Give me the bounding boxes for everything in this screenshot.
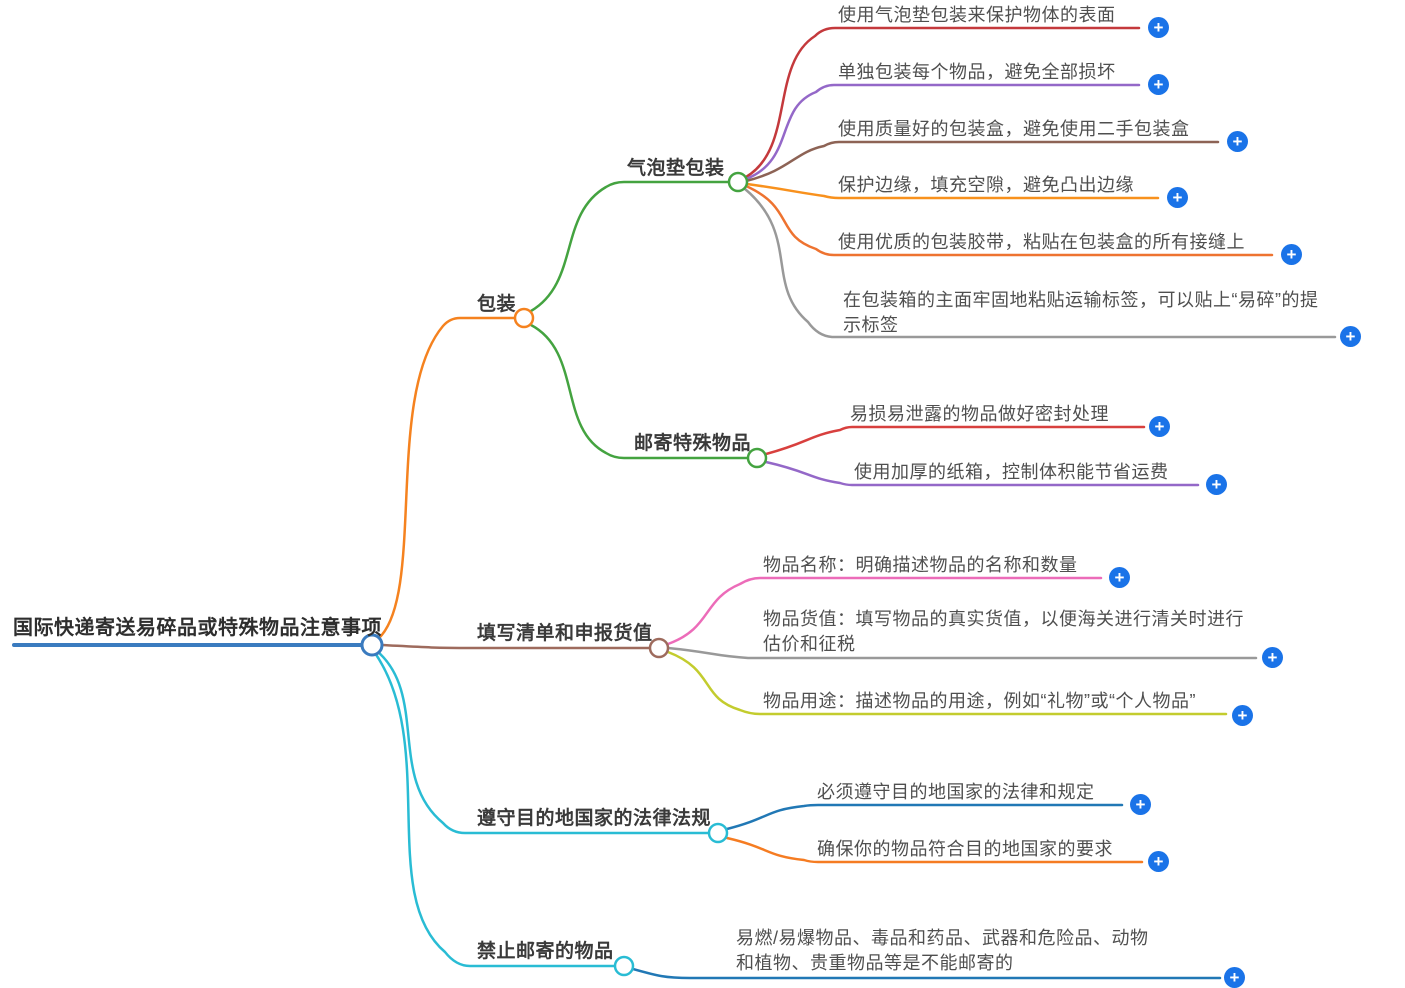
add-node-button[interactable]: +: [1224, 967, 1245, 988]
leaf-label[interactable]: 物品用途：描述物品的用途，例如“礼物”或“个人物品”: [763, 691, 1196, 711]
leaf-label[interactable]: 使用气泡垫包装来保护物体的表面: [838, 5, 1116, 25]
root-node-circle[interactable]: [360, 633, 384, 657]
connector-line: [375, 649, 710, 835]
leaf-label[interactable]: 必须遵守目的地国家的法律和规定: [817, 782, 1095, 802]
node-circle[interactable]: [513, 307, 535, 329]
connector-line: [744, 83, 1141, 181]
connector-line: [666, 646, 1258, 660]
add-node-button[interactable]: +: [1149, 416, 1170, 437]
connector-line: [725, 836, 1144, 864]
connector-line: [764, 460, 1200, 487]
leaf-label[interactable]: 使用加厚的纸箱，控制体积能节省运费: [854, 462, 1169, 482]
branch-label-youji-teshu[interactable]: 邮寄特殊物品: [634, 433, 752, 454]
leaf-label[interactable]: 易损易泄露的物品做好密封处理: [850, 404, 1109, 424]
add-node-button[interactable]: +: [1167, 187, 1188, 208]
node-circle[interactable]: [648, 637, 670, 659]
plus-icon: +: [1114, 567, 1125, 587]
leaf-label[interactable]: 使用质量好的包装盒，避免使用二手包装盒: [838, 119, 1190, 139]
leaf-label[interactable]: 物品名称：明确描述物品的名称和数量: [763, 555, 1078, 575]
connector-line: [744, 140, 1220, 183]
add-node-button[interactable]: +: [1148, 851, 1169, 872]
plus-icon: +: [1135, 794, 1146, 814]
node-circle[interactable]: [707, 822, 729, 844]
connector-line: [666, 576, 1103, 646]
connector-line: [743, 187, 1337, 339]
add-node-button[interactable]: +: [1109, 567, 1130, 588]
connector-line: [764, 425, 1146, 456]
add-node-button[interactable]: +: [1148, 17, 1169, 38]
connector-line: [529, 323, 750, 460]
add-node-button[interactable]: +: [1227, 131, 1248, 152]
connector-line: [631, 967, 1222, 980]
connector-line: [378, 316, 516, 639]
root-node-label[interactable]: 国际快递寄送易碎品或特殊物品注意事项: [13, 617, 382, 639]
connector-line: [725, 803, 1124, 831]
connector-line: [380, 643, 651, 650]
connector-line: [529, 180, 731, 313]
plus-icon: +: [1286, 244, 1297, 264]
branch-label-falv[interactable]: 遵守目的地国家的法律法规: [477, 808, 712, 829]
connector-line: [666, 650, 1228, 716]
branch-label-jinzhi[interactable]: 禁止邮寄的物品: [477, 941, 614, 962]
add-node-button[interactable]: +: [1148, 74, 1169, 95]
plus-icon: +: [1154, 416, 1165, 436]
plus-icon: +: [1232, 131, 1243, 151]
connector-line: [373, 651, 616, 968]
branch-label-baozhuang[interactable]: 包装: [477, 294, 517, 315]
leaf-label[interactable]: 使用优质的包装胶带，粘贴在包装盒的所有接缝上: [838, 232, 1245, 252]
leaf-label[interactable]: 确保你的物品符合目的地国家的要求: [817, 839, 1113, 859]
connector-line: [745, 182, 1160, 200]
plus-icon: +: [1153, 851, 1164, 871]
leaf-label[interactable]: 在包装箱的主面牢固地粘贴运输标签，可以贴上“易碎”的提示标签: [843, 290, 1319, 335]
leaf-label[interactable]: 保护边缘，填充空隙，避免凸出边缘: [838, 175, 1134, 195]
plus-icon: +: [1172, 187, 1183, 207]
leaf-label[interactable]: 易燃/易爆物品、毒品和药品、武器和危险品、动物和植物、贵重物品等是不能邮寄的: [736, 928, 1149, 973]
add-node-button[interactable]: +: [1281, 244, 1302, 265]
add-node-button[interactable]: +: [1340, 326, 1361, 347]
node-circle[interactable]: [746, 447, 768, 469]
plus-icon: +: [1229, 967, 1240, 987]
plus-icon: +: [1211, 474, 1222, 494]
plus-icon: +: [1345, 326, 1356, 346]
plus-icon: +: [1267, 647, 1278, 667]
node-circle[interactable]: [727, 171, 749, 193]
add-node-button[interactable]: +: [1262, 647, 1283, 668]
connector-line: [744, 184, 1274, 257]
connector-line: [744, 26, 1141, 179]
plus-icon: +: [1153, 74, 1164, 94]
node-circle[interactable]: [613, 955, 635, 977]
leaf-label[interactable]: 物品货值：填写物品的真实货值，以便海关进行清关时进行估价和征税: [763, 609, 1244, 654]
branch-label-qingdan[interactable]: 填写清单和申报货值: [477, 623, 653, 644]
leaf-label[interactable]: 单独包装每个物品，避免全部损坏: [838, 62, 1116, 82]
branch-label-qipaodian[interactable]: 气泡垫包装: [627, 158, 725, 179]
plus-icon: +: [1237, 705, 1248, 725]
add-node-button[interactable]: +: [1232, 705, 1253, 726]
plus-icon: +: [1153, 17, 1164, 37]
add-node-button[interactable]: +: [1130, 794, 1151, 815]
add-node-button[interactable]: +: [1206, 474, 1227, 495]
